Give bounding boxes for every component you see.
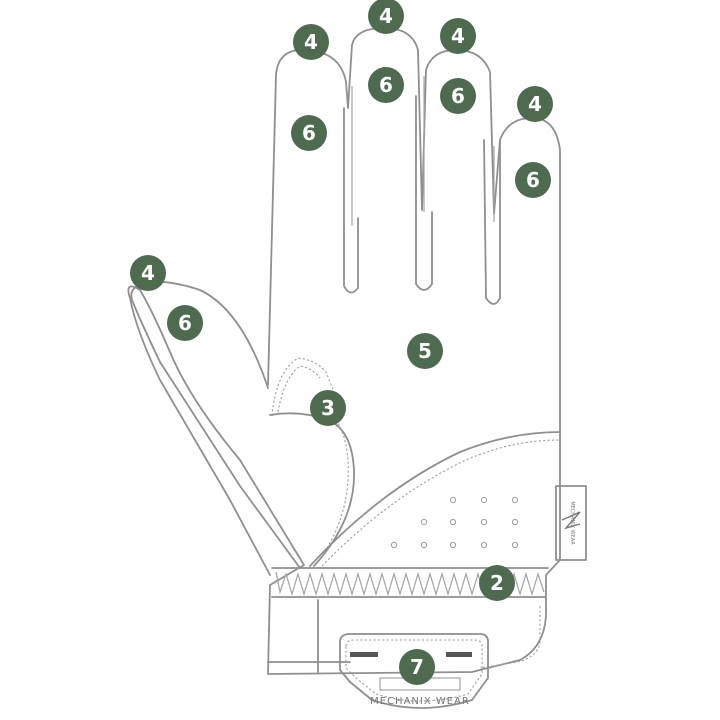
marker-thumb-crotch: 3 (310, 390, 346, 426)
marker-middle-finger: 6 (368, 67, 404, 103)
middle-ring-gap (415, 95, 433, 291)
vent-hole (480, 541, 488, 549)
side-tag-label: MECHANIX WEAR (569, 501, 575, 545)
thumb-outline (130, 280, 301, 569)
vent-hole (449, 518, 457, 526)
marker-label: 4 (379, 4, 393, 28)
marker-label: 6 (379, 73, 393, 97)
marker-label: 5 (418, 339, 432, 363)
marker-label: 4 (528, 92, 542, 116)
marker-label: 6 (526, 168, 540, 192)
marker-label: 3 (321, 396, 335, 420)
palm-pad-stitch (321, 439, 561, 567)
palm-thumb-seam (269, 412, 355, 567)
marker-pinky-finger: 6 (515, 162, 551, 198)
vent-hole (420, 541, 428, 549)
side-tag: MECHANIX WEAR (555, 485, 587, 561)
palm-pad-seam (309, 431, 561, 567)
vent-hole (449, 541, 457, 549)
marker-ring-tip: 4 (440, 18, 476, 54)
marker-closure: 7 (399, 649, 435, 685)
vent-hole (390, 541, 398, 549)
vent-hole (511, 541, 519, 549)
vent-hole (480, 496, 488, 504)
marker-label: 4 (141, 261, 155, 285)
vent-holes (390, 496, 519, 549)
closure-bar-right (446, 652, 472, 657)
marker-label: 6 (178, 311, 192, 335)
marker-label: 4 (304, 30, 318, 54)
marker-middle-tip: 4 (368, 0, 404, 34)
logo-icon (561, 511, 581, 530)
thumb-crotch-panel (271, 357, 335, 417)
marker-thumb: 6 (167, 305, 203, 341)
cuff-edge-stitch (479, 606, 541, 669)
marker-label: 4 (451, 24, 465, 48)
vent-hole (511, 496, 519, 504)
marker-thumb-tip: 4 (130, 255, 166, 291)
vent-hole (420, 518, 428, 526)
vent-hole (449, 496, 457, 504)
marker-index-tip: 4 (293, 24, 329, 60)
marker-ring-finger: 6 (440, 78, 476, 114)
marker-label: 2 (490, 571, 504, 595)
marker-label: 6 (302, 121, 316, 145)
palm-thumb-seam-stitch (319, 419, 349, 561)
ring-pinky-gap (483, 139, 501, 305)
index-middle-gap (343, 107, 359, 294)
marker-palm: 5 (407, 333, 443, 369)
marker-index-finger: 6 (291, 115, 327, 151)
closure-bar-left (350, 652, 378, 657)
marker-cuff: 2 (479, 565, 515, 601)
vent-hole (480, 518, 488, 526)
marker-pinky-tip: 4 (517, 86, 553, 122)
brand-label: MECHANIX WEAR (370, 696, 470, 707)
vent-hole (511, 518, 519, 526)
marker-label: 6 (451, 84, 465, 108)
marker-label: 7 (410, 655, 424, 679)
